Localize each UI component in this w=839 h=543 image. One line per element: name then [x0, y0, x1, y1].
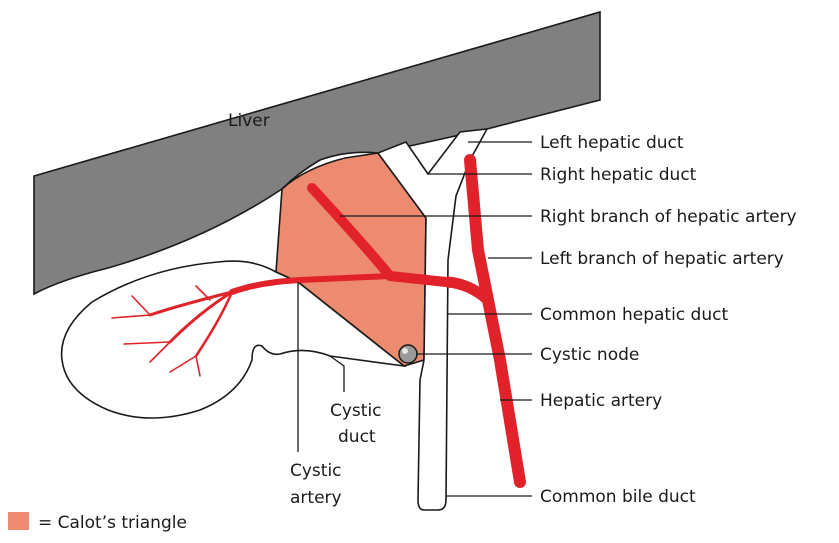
label-cystic-duct-line1: Cystic [330, 401, 382, 421]
cystic-node-highlight [402, 348, 408, 354]
leader-cystic-duct [330, 356, 344, 392]
cystic-node-icon [399, 345, 417, 363]
label-cystic-duct-line2: duct [338, 427, 376, 447]
label-hepatic-artery: Hepatic artery [540, 391, 662, 411]
hepatic-artery [470, 160, 520, 482]
label-cystic-artery-line1: Cystic [290, 461, 342, 481]
label-left-branch-hepatic-artery: Left branch of hepatic artery [540, 249, 784, 269]
label-left-hepatic-duct: Left hepatic duct [540, 133, 684, 153]
label-right-hepatic-duct: Right hepatic duct [540, 165, 697, 185]
calot-triangle-swatch-icon [8, 512, 29, 530]
label-cystic-artery-line2: artery [290, 488, 342, 508]
label-cystic-node: Cystic node [540, 345, 639, 365]
label-common-hepatic-duct: Common hepatic duct [540, 305, 728, 325]
label-common-bile-duct: Common bile duct [540, 487, 696, 507]
label-liver: Liver [228, 111, 270, 131]
label-right-branch-hepatic-artery: Right branch of hepatic artery [540, 207, 797, 227]
legend-text: = Calot’s triangle [38, 513, 187, 533]
